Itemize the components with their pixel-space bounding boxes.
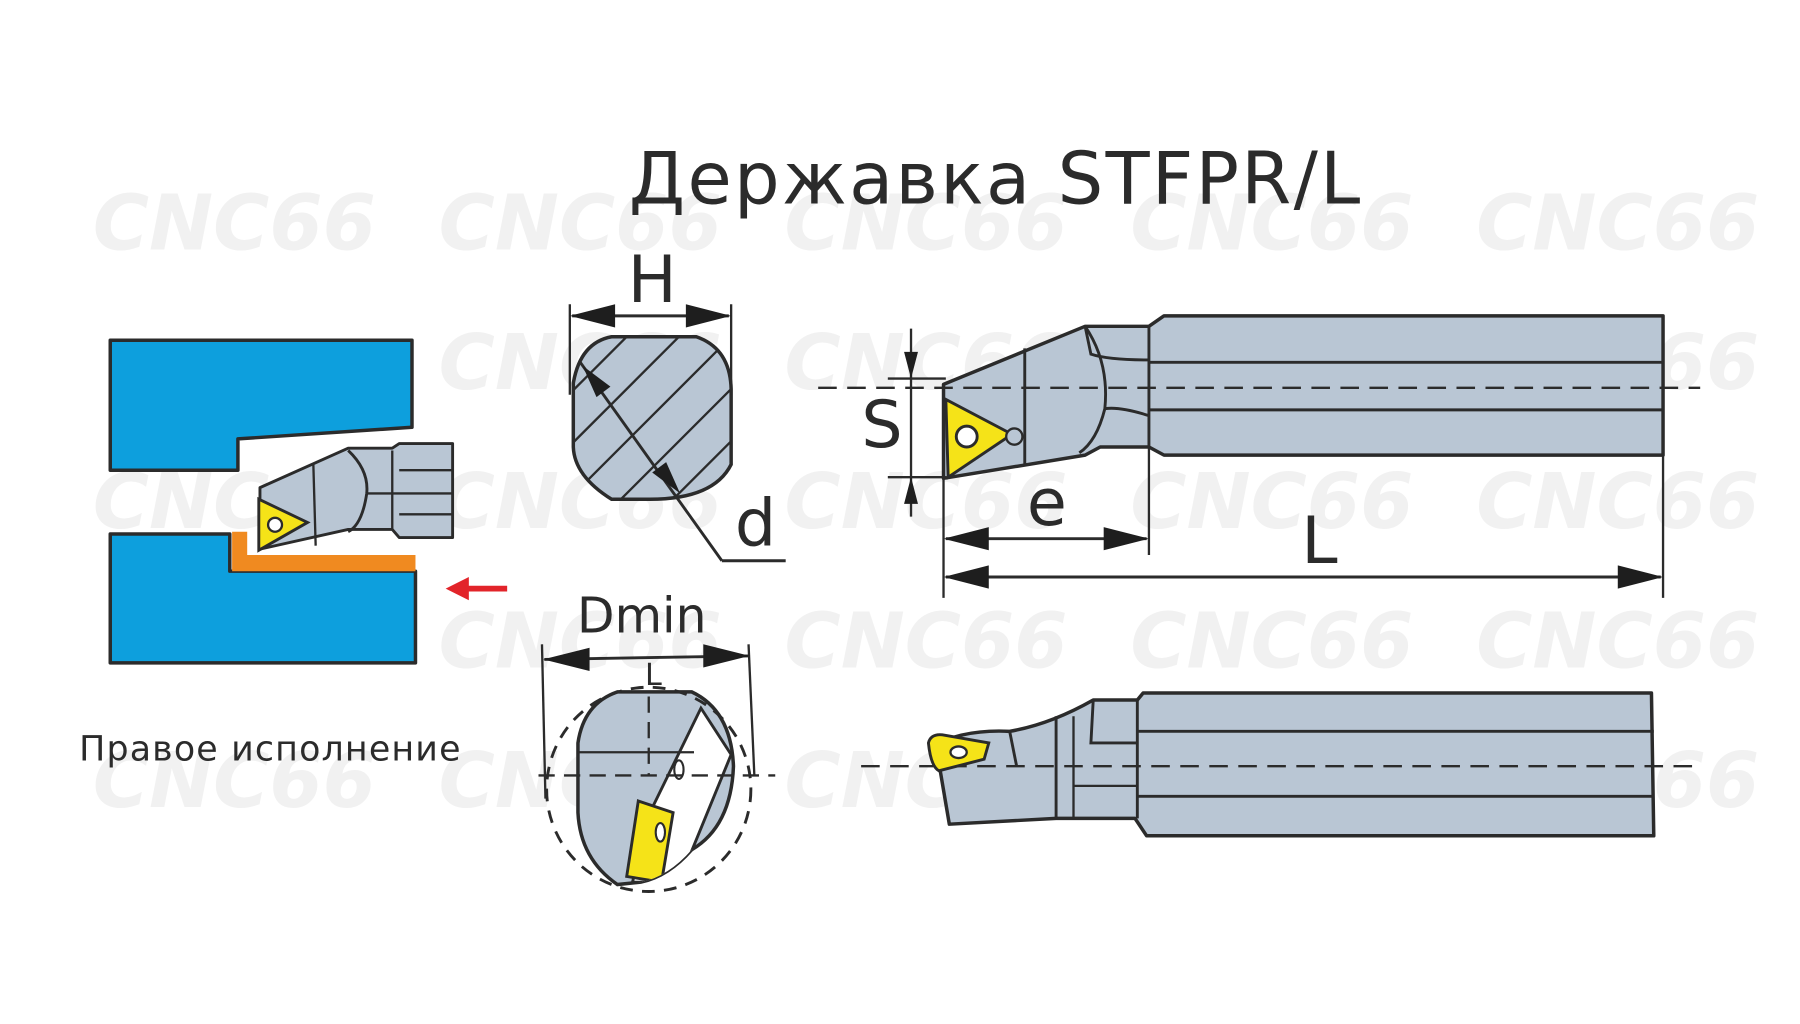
watermark-text: CNC66 [785,598,1068,687]
watermark-text: CNC66 [439,180,722,269]
diagram-title: Державка STFPR/L [629,136,1363,220]
watermark-text: CNC66 [1130,598,1413,687]
application-view: Правое исполнение [79,338,508,769]
insert-hole [266,516,284,533]
watermark-text: CNC66 [93,737,376,826]
insert-screw-hole [954,424,979,449]
holder-body [941,314,1665,481]
watermark-text: CNC66 [785,458,1068,547]
dim-label-S: S [861,388,902,463]
watermark-text: CNC66 [1476,458,1759,547]
watermark-text: CNC66 [1476,598,1759,687]
watermark-text: CNC66 [1476,180,1759,269]
watermark-text: CNC66 [93,180,376,269]
dim-label-d: d [735,487,776,562]
machined-chip-layer [232,531,416,572]
workpiece-upper [108,338,414,472]
dim-label-Dmin: Dmin [577,589,706,645]
holder-front-view [861,691,1693,838]
holder-body-front [930,691,1656,838]
workpiece-lower [108,532,418,665]
caption-right-hand: Правое исполнение [79,729,462,769]
dim-label-e: e [1027,466,1067,541]
dim-label-l: L [645,658,662,693]
watermark-text: CNC66 [439,598,722,687]
dim-label-H: H [628,243,677,318]
bore-end-view: Dmin L [538,589,776,893]
dim-label-L: L [1301,504,1337,579]
section-hatching [573,336,732,500]
insert-triangle-main [944,396,1015,480]
holder-top-view: S e L [818,314,1701,598]
watermark-text: CNC66 [1130,458,1413,547]
shank-section-view: H d [568,243,786,563]
bore-diameter-circle [545,685,753,893]
watermark-text: CNC66 [785,180,1068,269]
watermark-text: CNC66 [1130,180,1413,269]
